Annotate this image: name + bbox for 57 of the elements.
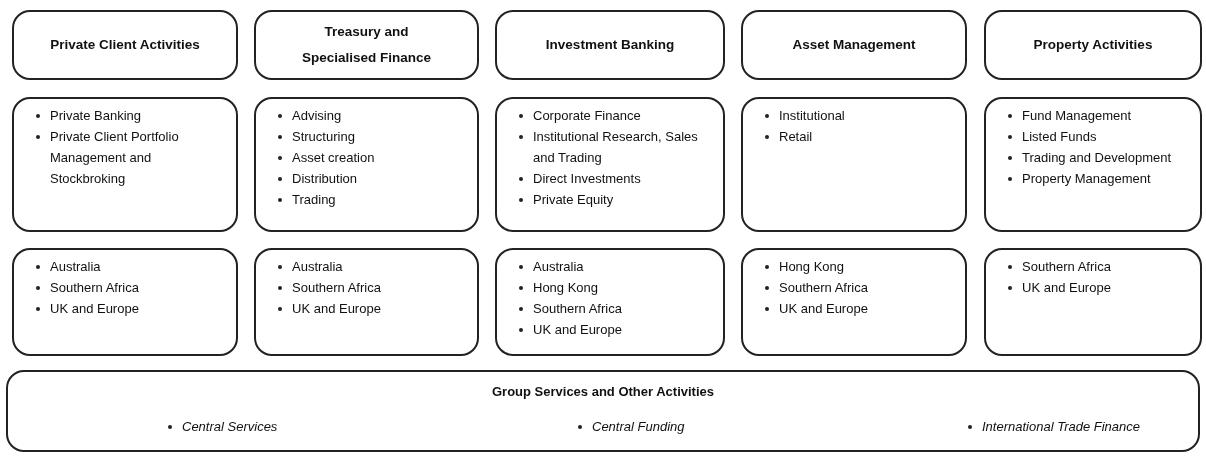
category-box bbox=[495, 10, 725, 80]
list-item: Southern Africa bbox=[533, 300, 622, 318]
list-item: Structuring bbox=[292, 128, 355, 146]
regions-box bbox=[12, 248, 238, 356]
list-item: Trading bbox=[292, 191, 336, 209]
list-item: Southern Africa bbox=[50, 279, 139, 297]
list-item: UK and Europe bbox=[779, 300, 868, 318]
list-item: Private Equity bbox=[533, 191, 614, 209]
services-box bbox=[984, 97, 1202, 232]
list-item: Retail bbox=[779, 128, 813, 146]
list-item: Central Services bbox=[182, 418, 278, 436]
services-box bbox=[12, 97, 238, 232]
category-title: Treasury and Specialised Finance bbox=[300, 23, 433, 67]
list-item: Hong Kong bbox=[779, 258, 845, 276]
list-item: Institutional bbox=[779, 107, 845, 125]
list-item: UK and Europe bbox=[292, 300, 381, 318]
regions-box bbox=[495, 248, 725, 356]
category-box bbox=[741, 10, 967, 80]
list-item: Southern Africa bbox=[1022, 258, 1111, 276]
list-item: Distribution bbox=[292, 170, 358, 188]
category-title: Private Client Activities bbox=[50, 36, 200, 54]
list-item: Central Funding bbox=[592, 418, 685, 436]
list-item: Southern Africa bbox=[779, 279, 868, 297]
regions-box bbox=[984, 248, 1202, 356]
services-box bbox=[254, 97, 479, 232]
list-item: Australia bbox=[533, 258, 584, 276]
list-item: Private Client Portfolio Management and Stockbroking bbox=[50, 128, 180, 188]
services-box bbox=[741, 97, 967, 232]
list-item: Private Banking bbox=[50, 107, 142, 125]
list-item: Listed Funds bbox=[1022, 128, 1097, 146]
list-item: Australia bbox=[292, 258, 343, 276]
list-item: Corporate Finance bbox=[533, 107, 641, 125]
list-item: Trading and Development bbox=[1022, 149, 1172, 167]
list-item: Australia bbox=[50, 258, 101, 276]
category-title: Investment Banking bbox=[545, 36, 675, 54]
category-title: Property Activities bbox=[1033, 36, 1153, 54]
list-item: Fund Management bbox=[1022, 107, 1132, 125]
category-title: Asset Management bbox=[792, 36, 916, 54]
category-box bbox=[254, 10, 479, 80]
list-item: Southern Africa bbox=[292, 279, 381, 297]
group-services-box bbox=[6, 370, 1200, 452]
list-item: UK and Europe bbox=[50, 300, 139, 318]
regions-box bbox=[741, 248, 967, 356]
services-box bbox=[495, 97, 725, 232]
section-title: Group Services and Other Activities bbox=[490, 384, 715, 399]
list-item: International Trade Finance bbox=[982, 418, 1141, 436]
category-box bbox=[984, 10, 1202, 80]
category-box bbox=[12, 10, 238, 80]
list-item: Asset creation bbox=[292, 149, 375, 167]
list-item: Institutional Research, Sales and Trading bbox=[533, 128, 699, 167]
regions-box bbox=[254, 248, 479, 356]
list-item: UK and Europe bbox=[1022, 279, 1111, 297]
list-item: UK and Europe bbox=[533, 321, 622, 339]
list-item: Direct Investments bbox=[533, 170, 641, 188]
list-item: Advising bbox=[292, 107, 342, 125]
list-item: Hong Kong bbox=[533, 279, 599, 297]
list-item: Property Management bbox=[1022, 170, 1151, 188]
